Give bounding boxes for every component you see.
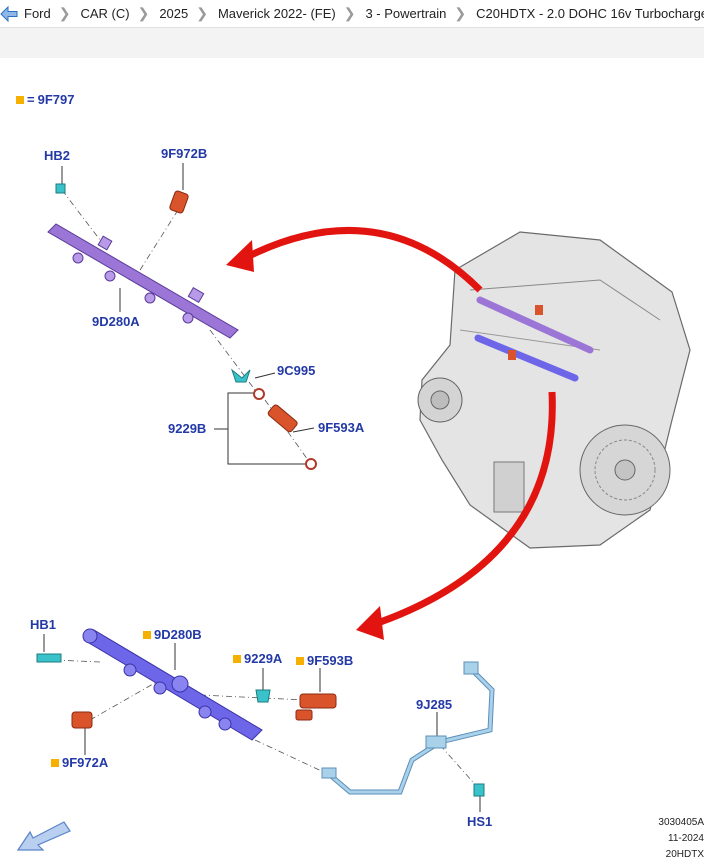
label-9f593b-text: 9F593B xyxy=(307,653,354,668)
label-9f972b[interactable]: 9F972B xyxy=(161,146,208,161)
breadcrumb: Ford ❯ CAR (C) ❯ 2025 ❯ Maverick 2022- (… xyxy=(0,0,704,28)
marker-square-icon xyxy=(51,758,59,767)
clip-9229a xyxy=(255,689,271,703)
marker-square-icon xyxy=(296,656,304,665)
reference-date: 11-2024 xyxy=(668,833,704,844)
label-hb1[interactable]: HB1 xyxy=(30,617,57,632)
label-9f593a[interactable]: 9F593A xyxy=(318,420,365,435)
chevron-right-icon: ❯ xyxy=(343,5,356,21)
breadcrumb-item-model[interactable]: Maverick 2022- (FE) xyxy=(217,6,336,21)
fuel-rail-9d280b xyxy=(82,628,263,741)
marker-square-icon xyxy=(143,630,151,639)
breadcrumb-item-category[interactable]: CAR (C) xyxy=(80,6,130,21)
label-9229a[interactable]: 9229A xyxy=(233,651,282,666)
previous-page-arrow-icon[interactable] xyxy=(16,818,72,857)
chevron-right-icon: ❯ xyxy=(137,5,150,21)
location-arrow-upper xyxy=(226,226,483,293)
center-lines xyxy=(54,189,481,791)
label-9d280b[interactable]: 9D280B xyxy=(143,627,202,642)
legend: = 9F797 xyxy=(16,92,74,107)
pressure-sensor-9f972a xyxy=(71,711,93,729)
location-arrow-lower xyxy=(356,391,556,640)
marker-square-icon xyxy=(233,654,241,663)
marker-square-icon xyxy=(16,95,24,104)
breadcrumb-item-year[interactable]: 2025 xyxy=(159,6,189,21)
seal-lower xyxy=(305,458,317,470)
toolbar xyxy=(0,28,704,58)
legend-code: 9F797 xyxy=(37,92,75,107)
label-9229b[interactable]: 9229B xyxy=(168,421,207,436)
pressure-sensor-9f972b xyxy=(169,190,189,214)
breadcrumb-item-make[interactable]: Ford xyxy=(24,6,51,21)
label-9d280b-text: 9D280B xyxy=(154,627,202,642)
label-9229a-text: 9229A xyxy=(244,651,283,666)
reference-engine: 20HDTX xyxy=(665,849,704,860)
label-9j285[interactable]: 9J285 xyxy=(416,697,453,712)
fuel-rail-exploded-diagram xyxy=(36,163,691,812)
chevron-right-icon: ❯ xyxy=(454,5,467,21)
label-9c995[interactable]: 9C995 xyxy=(277,363,316,378)
bolt-hb1 xyxy=(36,653,62,663)
label-hb2[interactable]: HB2 xyxy=(44,148,71,163)
injector-9f593a xyxy=(267,404,298,433)
label-9f972a-text: 9F972A xyxy=(62,755,109,770)
engine-illustration xyxy=(417,231,691,549)
label-hs1[interactable]: HS1 xyxy=(467,814,493,829)
chevron-right-icon: ❯ xyxy=(196,5,208,21)
bolt-hb2 xyxy=(55,183,66,194)
breadcrumb-item-engine[interactable]: C20HDTX - 2.0 DOHC 16v Turbocharge xyxy=(476,6,704,21)
leader-lines xyxy=(43,163,481,812)
label-9f593b[interactable]: 9F593B xyxy=(296,653,353,668)
breadcrumb-item-section[interactable]: 3 - Powertrain xyxy=(365,6,447,21)
fuel-pipe-9j285 xyxy=(321,661,495,795)
injector-9f593b xyxy=(295,693,337,721)
reference-id: 3030405A xyxy=(658,817,704,828)
back-arrow-icon[interactable] xyxy=(0,0,18,27)
label-9d280a[interactable]: 9D280A xyxy=(92,314,140,329)
label-9f972a[interactable]: 9F972A xyxy=(51,755,108,770)
seal-upper xyxy=(253,388,265,400)
legend-equals: = xyxy=(27,92,35,107)
chevron-right-icon: ❯ xyxy=(58,5,71,21)
clip-9c995 xyxy=(230,368,251,383)
bolt-hs1 xyxy=(473,783,485,797)
fuel-rail-9d280a xyxy=(47,223,239,339)
